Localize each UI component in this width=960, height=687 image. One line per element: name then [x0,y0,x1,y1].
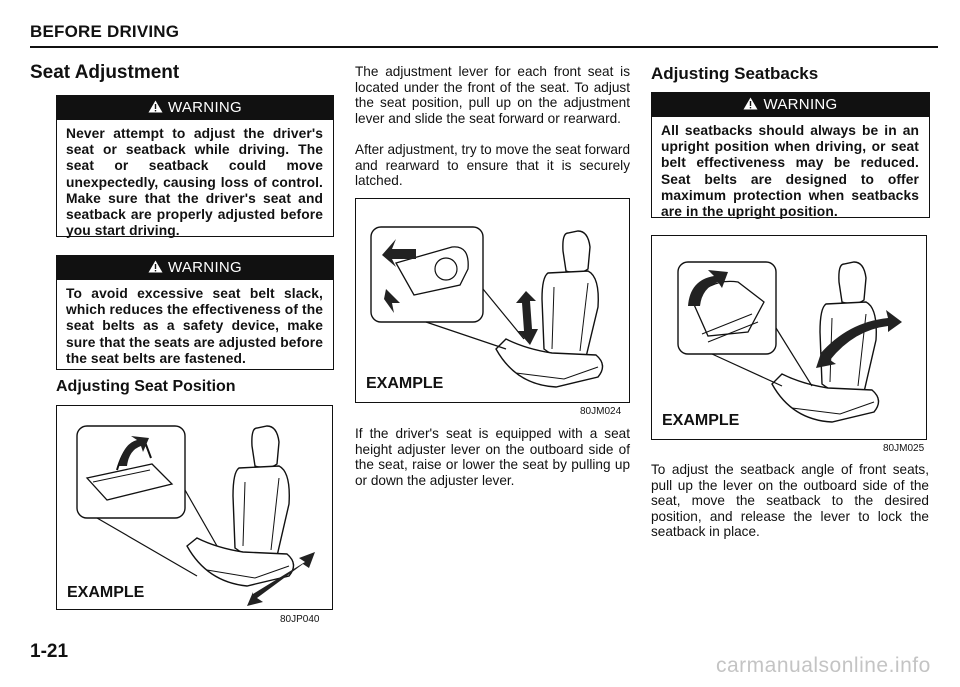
adjusting-seat-position-title: Adjusting Seat Position [56,378,236,395]
watermark-text: carmanualsonline.info [716,654,931,677]
figure-code: 80JM025 [883,443,925,454]
seat-adjustment-title: Seat Adjustment [30,62,180,83]
figure-label: EXAMPLE [67,584,145,601]
figure-label: EXAMPLE [662,412,740,429]
warning-text: To avoid excessive seat belt slack, whic… [66,286,323,366]
warning-box-seatbacks: WARNING All seatbacks should always be i… [651,92,930,219]
seatback-angle-illustration: EXAMPLE [651,235,927,440]
warning-box-driving: WARNING Never attempt to adjust the driv… [56,95,334,238]
warning-box-seatbelt: WARNING To avoid excessive seat belt sla… [56,255,334,370]
seat-position-illustration: EXAMPLE [56,405,333,610]
header-section-title: BEFORE DRIVING [30,22,180,41]
adjusting-seatbacks-title: Adjusting Seatbacks [651,64,819,83]
figure-code: 80JP040 [280,614,320,625]
warning-label: WARNING [167,99,243,116]
warning-header: WARNING [57,256,333,280]
warning-text: Never attempt to adjust the driver's sea… [66,126,323,239]
warning-header: WARNING [652,93,929,117]
warning-text: All seatbacks should always be in an upr… [661,123,919,220]
adjustment-lever-illustration: EXAMPLE [355,198,630,403]
after-adjustment-paragraph: After adjustment, try to move the seat f… [355,142,631,189]
warning-triangle-icon [148,260,163,273]
seat-position-paragraph: The adjustment lever for each front seat… [355,64,630,126]
header-rule [30,46,938,48]
figure-label: EXAMPLE [366,375,444,392]
warning-label: WARNING [763,96,838,113]
warning-triangle-icon [743,97,758,110]
warning-header: WARNING [57,96,333,120]
warning-triangle-icon [148,100,163,113]
seatback-paragraph: To adjust the seatback angle of front se… [651,462,929,540]
warning-label: WARNING [167,259,243,276]
figure-code: 80JM024 [580,406,622,417]
height-adjuster-paragraph: If the driver's seat is equipped with a … [355,426,630,488]
page-number: 1-21 [30,641,69,662]
